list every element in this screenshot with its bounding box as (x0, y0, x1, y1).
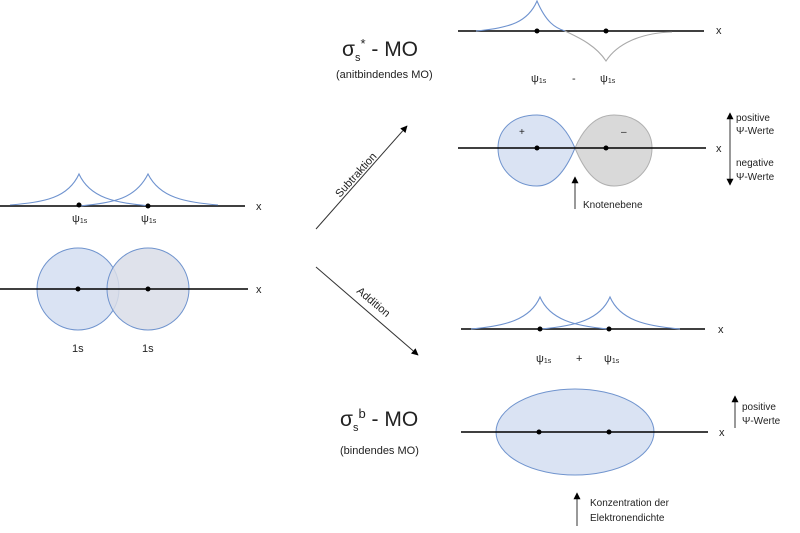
negative-label: Ψ-Werte (736, 172, 775, 183)
nucleus-dot (536, 429, 542, 435)
x-axis-label: x (716, 143, 722, 155)
x-axis-label: x (256, 284, 262, 296)
negative-label: negative (736, 158, 774, 169)
antibonding-title: σs* - MO (anitbindendes MO) (336, 36, 433, 81)
x-axis-label: x (256, 201, 262, 213)
nucleus-dot (145, 203, 151, 209)
orbital-label: 1s (142, 343, 154, 355)
bonding-wavefunctions: x ψ1s + ψ1s (461, 295, 724, 365)
psi-left-curve (9, 172, 151, 207)
atomic-orbitals: x 1s 1s (0, 247, 262, 355)
antibonding-wavefunctions: x ψ1s - ψ1s (458, 0, 722, 85)
nucleus-dot (537, 326, 543, 332)
operator-plus: + (576, 353, 582, 365)
psi-label: ψ1s (600, 73, 616, 85)
psi-left-curve (470, 295, 609, 330)
density-label: Konzentration der (590, 498, 670, 509)
addition-arrow: Addition (315, 266, 419, 356)
psi-right-curve (78, 172, 219, 207)
positive-label: Ψ-Werte (736, 126, 775, 137)
atomic-wavefunctions: x ψ1s ψ1s (0, 172, 262, 225)
psi-label: ψ1s (536, 353, 552, 365)
bonding-orbital: x positive Ψ-Werte Konzentration der Ele… (461, 388, 781, 526)
orbital-label: 1s (72, 343, 84, 355)
positive-label: positive (736, 113, 770, 124)
antibonding-mo-title: σs* - MO (342, 36, 418, 64)
nucleus-dot (75, 286, 81, 292)
psi-label: ψ1s (72, 213, 88, 225)
nucleus-dot (603, 28, 609, 34)
x-axis-label: x (719, 427, 725, 439)
nucleus-dot (534, 28, 540, 34)
arrow-line (315, 266, 419, 356)
nucleus-dot (606, 326, 612, 332)
addition-label: Addition (354, 285, 392, 320)
bonding-mo-title: σsb - MO (340, 406, 418, 434)
subtraction-arrow: Subtraktion (315, 125, 408, 230)
nucleus-dot (606, 429, 612, 435)
psi-right-curve (540, 295, 681, 330)
nucleus-dot (534, 145, 540, 151)
bonding-title: σsb - MO (bindendes MO) (340, 406, 419, 457)
density-label: Elektronendichte (590, 513, 665, 524)
positive-label: positive (742, 402, 776, 413)
nucleus-dot (145, 286, 151, 292)
psi-label: ψ1s (531, 73, 547, 85)
x-axis-label: x (716, 25, 722, 37)
negative-lobe (574, 114, 653, 187)
psi-positive-curve (475, 0, 566, 32)
positive-lobe (497, 114, 576, 187)
antibonding-subtitle: (anitbindendes MO) (336, 69, 433, 81)
nucleus-dot (76, 202, 82, 208)
node-label: Knotenebene (583, 200, 643, 211)
nucleus-dot (603, 145, 609, 151)
antibonding-orbital: + – x positive Ψ-Werte negative Ψ-Werte … (458, 112, 775, 211)
subtraction-label: Subtraktion (333, 151, 379, 200)
bonding-subtitle: (bindendes MO) (340, 445, 419, 457)
x-axis-label: x (718, 324, 724, 336)
operator-minus: - (572, 73, 576, 85)
psi-label: ψ1s (604, 353, 620, 365)
plus-sign: + (519, 127, 525, 138)
psi-label: ψ1s (141, 213, 157, 225)
psi-negative-curve (564, 30, 673, 63)
minus-sign: – (621, 127, 627, 138)
arrow-line (315, 125, 408, 230)
positive-label: Ψ-Werte (742, 416, 781, 427)
